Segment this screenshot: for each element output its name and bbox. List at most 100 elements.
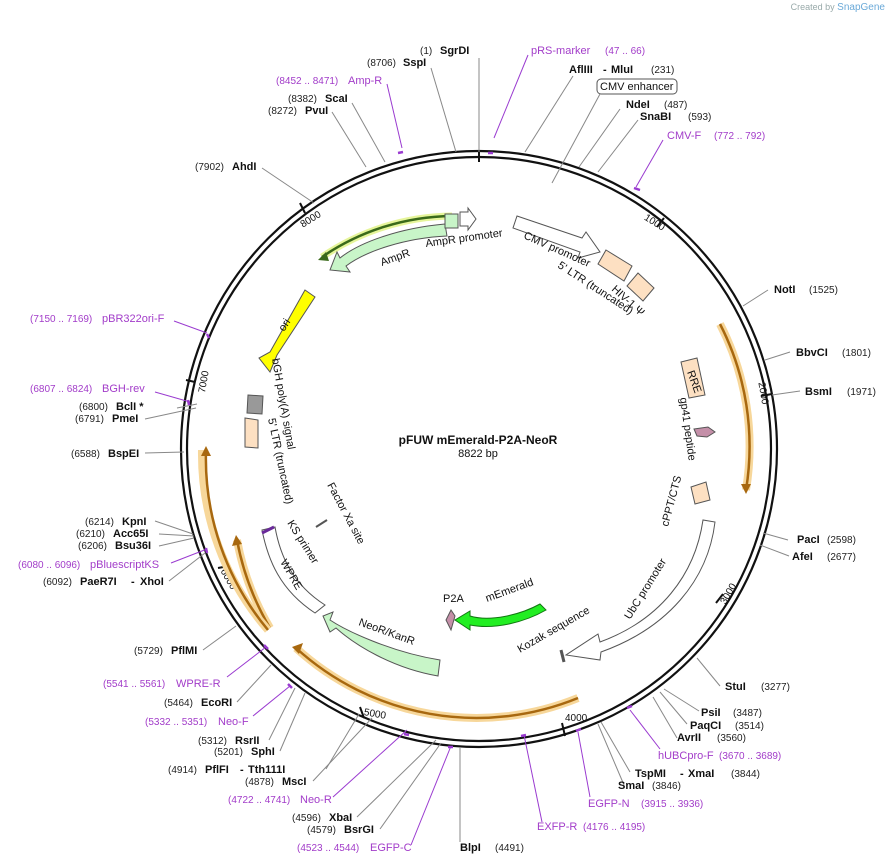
blpi-label: BlpI	[460, 842, 481, 854]
mark-cmv-f	[633, 186, 641, 192]
bcli-pos: (6800)	[79, 402, 108, 413]
xmai-pos: (3844)	[731, 769, 760, 780]
afliii-label: AflIII	[569, 64, 593, 76]
psii-pos: (3487)	[733, 708, 762, 719]
plasmid-length: 8822 bp	[458, 448, 498, 460]
acc65i-label: Acc65I	[113, 528, 148, 540]
lead-kpni	[154, 520, 194, 535]
pflmi-label: PflMI	[171, 645, 197, 657]
neo-f-label: Neo-F	[218, 716, 249, 728]
ori-label: ori	[276, 317, 293, 334]
lead-bgh-rev	[154, 391, 191, 403]
wpre-r-label: WPRE-R	[176, 678, 221, 690]
mark-pbluescriptks	[204, 547, 209, 554]
lead-pbr322ori-f	[173, 320, 208, 334]
tick-5000: 5000	[363, 707, 387, 722]
bbvci-pos: (1801)	[842, 348, 871, 359]
lead-exfp-r	[523, 734, 543, 823]
amp-orf-arrow	[318, 252, 329, 261]
ahdi-pos: (7902)	[195, 162, 224, 173]
paqci-pos: (3514)	[735, 721, 764, 732]
paqci-label: PaqCI	[690, 720, 721, 732]
egfp-c-range: (4523 .. 4544)	[297, 843, 359, 854]
orf-arrow-3	[232, 535, 242, 546]
rre-feature	[680, 357, 706, 399]
pbluescriptks-range: (6080 .. 6096)	[18, 560, 80, 571]
cppt-feature	[690, 481, 711, 505]
tick-8000-mark	[299, 202, 306, 214]
ampr-label: AmpR	[379, 247, 412, 269]
lead-pflmi	[202, 625, 237, 651]
lead-ahdi	[261, 167, 315, 204]
tick-8000: 8000	[299, 209, 324, 230]
rsrii-label: RsrII	[235, 735, 259, 747]
lead-mlui	[524, 75, 574, 153]
paer7i-label: PaeR7I	[80, 576, 117, 588]
bspei-label: BspEI	[108, 448, 139, 460]
lead-ndei	[578, 108, 621, 168]
prs-marker-range: (47 .. 66)	[605, 46, 645, 57]
blpi-pos: (4491)	[495, 843, 524, 854]
lead-xmai	[600, 721, 631, 773]
stui-pos: (3277)	[761, 682, 790, 693]
hubcpro-f-range: (3670 .. 3689)	[719, 751, 781, 762]
cmv-promoter-feature	[512, 215, 601, 259]
ndei-pos: (487)	[664, 100, 687, 111]
lead-egfp-c	[410, 745, 452, 846]
tick-3000-mark	[715, 593, 724, 604]
tick-4000: 4000	[565, 713, 588, 724]
orf-halo-1	[716, 322, 754, 491]
wpre-r-range: (5541 .. 5561)	[103, 679, 165, 690]
pmei-pos: (6791)	[75, 414, 104, 425]
tick-2000-mark	[760, 393, 773, 397]
snapgene-logo: SnapGene	[837, 2, 885, 13]
lead-bspei	[144, 451, 185, 454]
lead-ecori	[236, 664, 272, 703]
lead-sphi	[279, 692, 306, 752]
avrii-label: AvrII	[677, 732, 701, 744]
bsu36i-pos: (6206)	[78, 541, 107, 552]
lead-neo-f	[252, 685, 291, 717]
orf-arc-3	[235, 539, 272, 629]
neo-r-label: Neo-R	[300, 794, 332, 806]
afei-pos: (2677)	[827, 552, 856, 563]
bcli-label: BclI *	[116, 401, 144, 413]
mark-neo-f	[287, 683, 293, 689]
msci-pos: (4878)	[245, 777, 274, 788]
mlui-pos: (231)	[651, 65, 674, 76]
sspi-pos: (8706)	[367, 58, 396, 69]
egfp-n-label: EGFP-N	[588, 798, 630, 810]
pflmi-pos: (5729)	[134, 646, 163, 657]
xhoi-pos: (6092)	[43, 577, 72, 588]
sphi-pos: (5201)	[214, 747, 243, 758]
psii-label: PsiI	[701, 707, 721, 719]
ampr-promoter-feature	[444, 213, 459, 229]
lead-rsrii	[268, 687, 296, 741]
msci-label: MscI	[282, 776, 306, 788]
lead-avrii	[652, 696, 678, 739]
acc65i-pos: (6210)	[76, 529, 105, 540]
orf-halo-2	[293, 645, 580, 722]
lead-amp-r	[386, 83, 403, 149]
cmv-enhancer-lead	[551, 93, 601, 184]
xmai-prefix: -	[680, 768, 684, 780]
lead-egfp-n	[577, 731, 591, 798]
lead-xhoi	[168, 552, 206, 582]
lead-psii	[663, 688, 700, 712]
pflfi-label: PflFI	[205, 764, 229, 776]
bsu36i-label: Bsu36I	[115, 540, 151, 552]
pbluescriptks-label: pBluescriptKS	[90, 559, 159, 571]
ahdi-label: AhdI	[232, 161, 256, 173]
ampr-feature	[329, 223, 448, 273]
lead-bcli	[176, 403, 198, 409]
lead-paci	[762, 532, 789, 541]
cmv-f-label: CMV-F	[667, 130, 702, 142]
kpni-pos: (6214)	[85, 517, 114, 528]
ltr5-feature	[597, 249, 633, 282]
amp-r-range: (8452 .. 8471)	[276, 76, 338, 87]
mark-amp-r	[397, 150, 404, 155]
afei-label: AfeI	[792, 551, 813, 563]
mark-bgh-rev	[186, 399, 191, 406]
lead-neo-r	[332, 729, 408, 798]
bsmi-pos: (1971)	[847, 387, 876, 398]
